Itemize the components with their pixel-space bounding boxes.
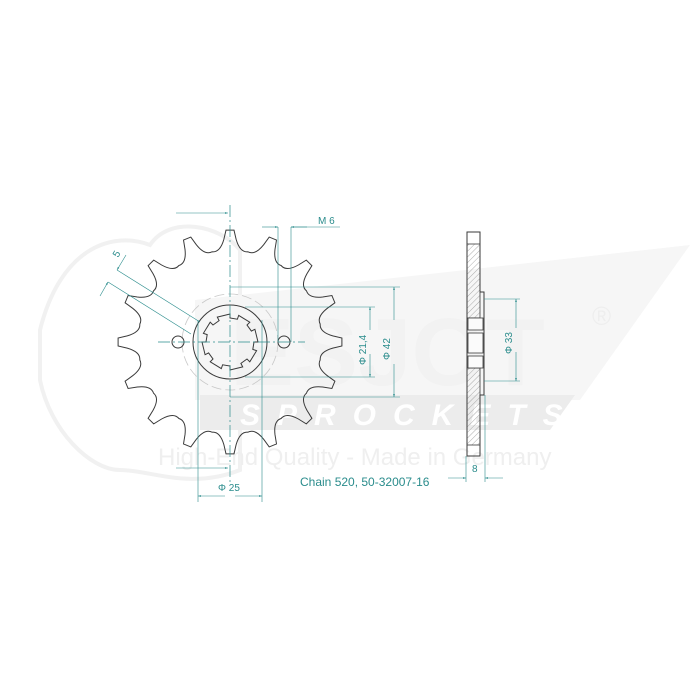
watermark-tagline: High-End Quality - Made in Germany [158, 444, 552, 471]
dim-side-hub-diameter: Φ 33 [504, 332, 515, 354]
watermark-registered-mark: ® [592, 301, 611, 331]
side-dimension-labels: Φ 33 8 [472, 332, 515, 475]
dim-bolt-thread: M 6 [318, 216, 335, 227]
watermark-banner [195, 245, 690, 400]
watermark-brand: ESJOT [230, 299, 545, 406]
hatch-lower [466, 367, 481, 446]
sprocket-outline [117, 229, 343, 455]
front-view [117, 205, 343, 485]
dim-tooth-width: 5 [111, 249, 124, 260]
spline-slot-2 [467, 332, 484, 354]
hatch-upper [466, 243, 481, 319]
side-dimensions [448, 298, 520, 482]
front-dimensions [99, 212, 400, 502]
watermark-sprockets-band [200, 395, 575, 430]
front-dimension-labels: M 6 5 Φ 21,4 Φ 42 Φ 25 [111, 216, 393, 494]
dim-spline-diameter: Φ 21,4 [358, 334, 369, 365]
watermark-subtitle: SPROCKETS [240, 399, 580, 432]
watermark: ESJOT ® SPROCKETS High-End Quality - Mad… [38, 224, 690, 481]
dim-hub-diameter: Φ 42 [382, 338, 393, 360]
part-caption: Chain 520, 50-32007-16 [300, 475, 430, 489]
dim-bolt-spacing: Φ 25 [218, 483, 240, 494]
side-view [466, 231, 485, 457]
spline-slot-1 [467, 317, 484, 331]
spline-slot-3 [467, 355, 484, 369]
dim-thickness: 8 [472, 464, 478, 475]
